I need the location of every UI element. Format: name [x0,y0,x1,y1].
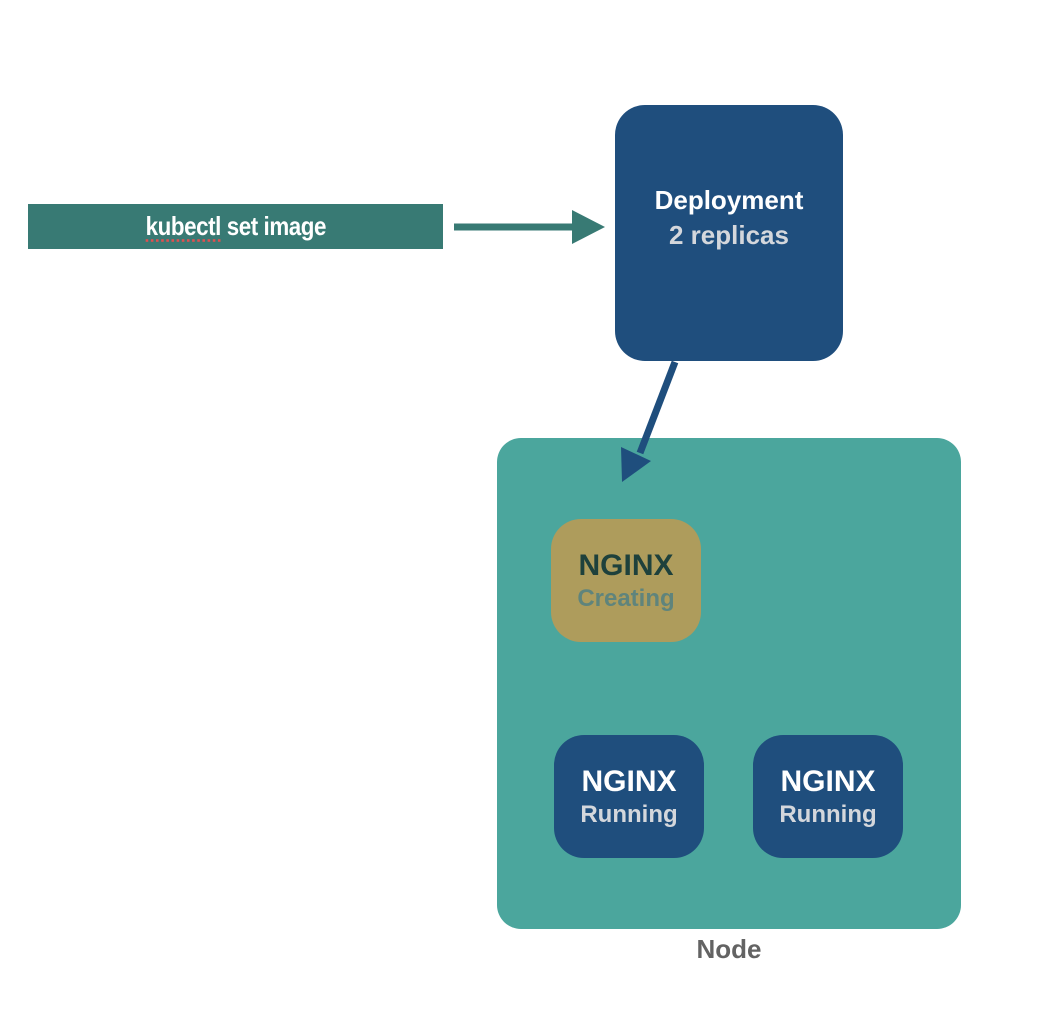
deployment-replicas: 2 replicas [669,220,789,250]
pod-status: Running [580,800,678,828]
pod-nginx-running-1: NGINX Running [554,735,704,858]
command-to-deployment-arrow [454,210,605,244]
kubectl-command-label: kubectl set image [145,211,326,242]
pod-name: NGINX [578,548,674,582]
pod-nginx-running-2: NGINX Running [753,735,903,858]
pod-nginx-creating: NGINX Creating [551,519,701,642]
deployment-arrow-shaft [636,360,679,455]
kubectl-word: kubectl [145,211,221,241]
pod-name: NGINX [780,764,876,798]
set-image-words: set image [220,211,326,241]
deployment-to-pod-arrow [621,360,679,482]
pod-status: Creating [577,584,675,612]
deployment-box: Deployment 2 replicas [615,105,843,361]
pod-status: Running [779,800,877,828]
kubectl-command-box: kubectl set image [28,204,443,249]
command-arrow-head [572,210,605,244]
pod-name: NGINX [581,764,677,798]
node-label: Node [696,934,762,964]
deployment-title: Deployment [654,185,804,215]
deployment-arrow-head [621,447,651,482]
